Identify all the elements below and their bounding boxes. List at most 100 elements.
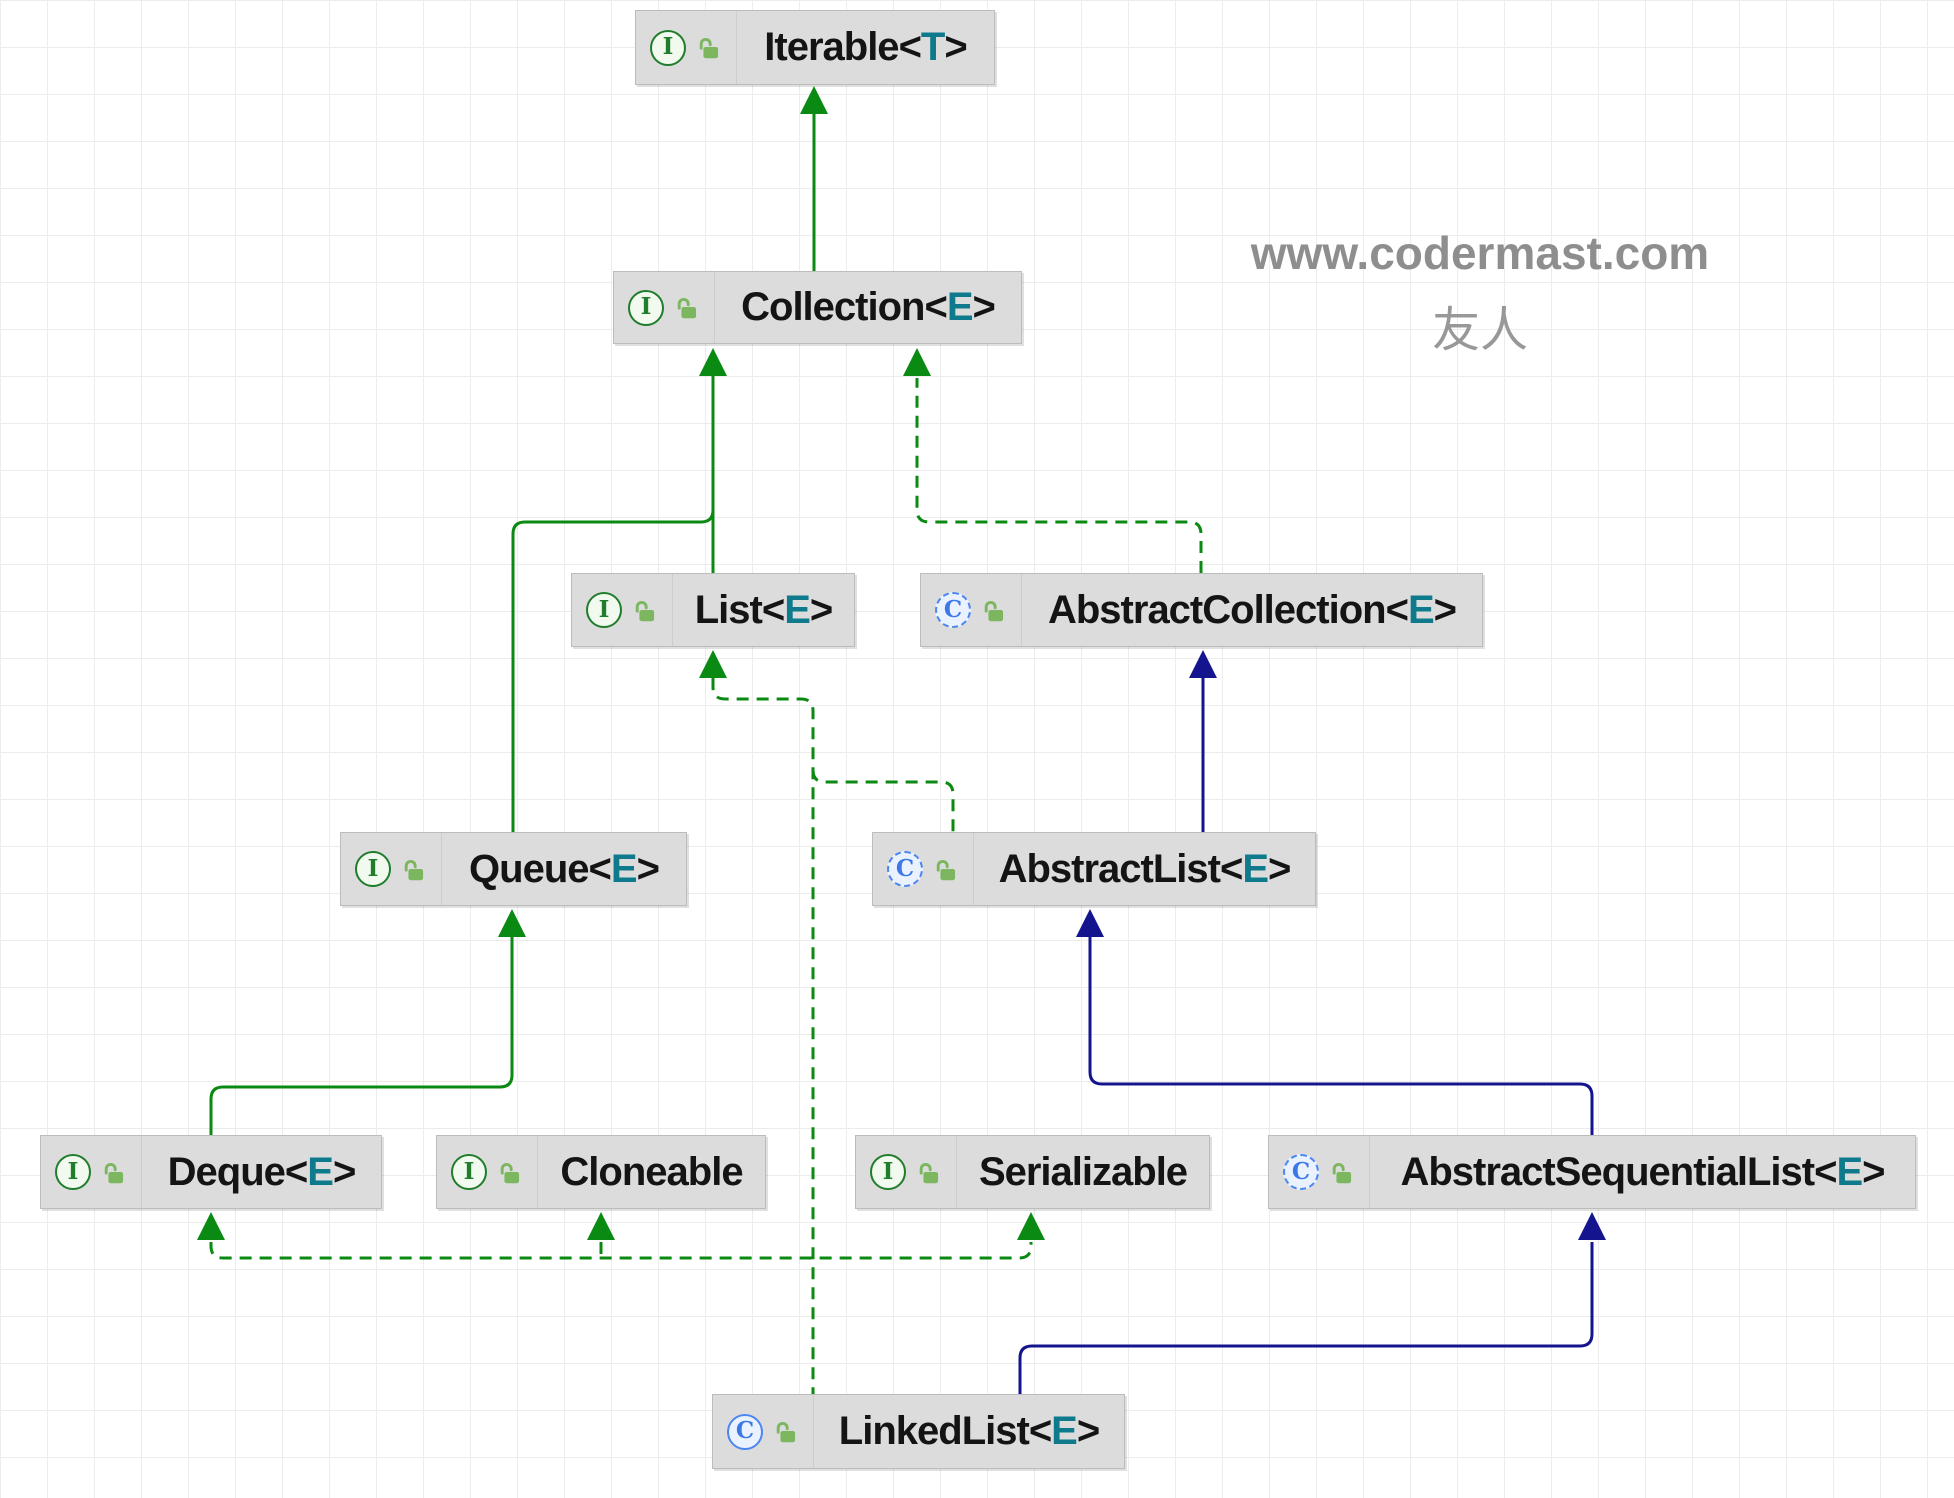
edge-trunk-implements-list <box>699 650 815 1394</box>
icon-cell: I <box>41 1136 142 1208</box>
node-label: List<E> <box>673 574 854 646</box>
node-label: Queue<E> <box>442 833 686 905</box>
node-linkedlist[interactable]: C LinkedList<E> <box>712 1394 1125 1469</box>
node-label: Serializable <box>957 1136 1209 1208</box>
generic-param: E <box>1051 1409 1078 1453</box>
class-name: AbstractSequentialList <box>1400 1149 1815 1194</box>
edge-list-extends-collection <box>699 348 727 573</box>
generic-close: > <box>1076 1409 1100 1453</box>
node-label: AbstractSequentialList<E> <box>1370 1136 1915 1208</box>
generic-param: E <box>1836 1149 1863 1194</box>
watermark-url: www.codermast.com <box>1250 227 1710 279</box>
watermark-signature: 友人 <box>1431 304 1528 357</box>
class-name: Deque <box>167 1149 286 1194</box>
generic-close: > <box>1268 846 1291 891</box>
interface-icon: I <box>451 1154 487 1190</box>
public-lock-icon <box>1332 1162 1352 1183</box>
arrowhead-into-abstractcollection <box>1189 650 1217 678</box>
interface-icon: I <box>870 1154 906 1190</box>
generic-open: < <box>924 285 947 329</box>
arrowhead-into-iterable <box>800 86 828 114</box>
generic-open: < <box>1814 1149 1837 1194</box>
arrowhead-into-list <box>699 650 727 678</box>
class-name: List <box>694 587 763 632</box>
generic-param: T <box>920 25 945 69</box>
generic-close: > <box>1433 587 1457 632</box>
class-name: Serializable <box>978 1149 1188 1194</box>
node-label: LinkedList<E> <box>814 1395 1124 1468</box>
interface-icon: I <box>650 29 686 66</box>
generic-param: E <box>1407 587 1435 632</box>
icon-cell: I <box>636 11 737 84</box>
icon-cell: C <box>1269 1136 1370 1208</box>
generic-param: E <box>946 285 974 329</box>
generic-open: < <box>1385 587 1409 632</box>
abstract-class-icon: C <box>935 592 971 628</box>
public-lock-icon <box>984 600 1004 621</box>
node-abstractsequentiallist[interactable]: C AbstractSequentialList<E> <box>1268 1135 1916 1209</box>
arrowhead-into-abstractsequentiallist <box>1578 1212 1606 1240</box>
arrowhead-into-abstractlist <box>1076 909 1104 937</box>
node-cloneable[interactable]: I Cloneable <box>436 1135 766 1209</box>
edge-abstractsequentiallist-extends-abstractlist <box>1076 909 1594 1135</box>
icon-cell: I <box>572 574 673 646</box>
node-label: Iterable<T> <box>737 11 994 84</box>
node-list[interactable]: I List<E> <box>571 573 855 647</box>
interface-icon: I <box>55 1154 91 1190</box>
edge-abstractlist-implements-list <box>811 769 955 832</box>
node-label: Cloneable <box>538 1136 765 1208</box>
generic-close: > <box>1862 1149 1885 1194</box>
interface-icon: I <box>355 851 391 887</box>
generic-param: E <box>610 846 638 891</box>
node-queue[interactable]: I Queue<E> <box>340 832 687 906</box>
arrowhead-into-collection-dashed <box>903 348 931 376</box>
node-label: Collection<E> <box>715 272 1021 343</box>
public-lock-icon <box>936 859 956 880</box>
class-name: AbstractCollection <box>1047 587 1387 632</box>
public-lock-icon <box>699 37 719 59</box>
generic-close: > <box>809 587 833 632</box>
class-name: Cloneable <box>560 1149 743 1194</box>
generic-open: < <box>1028 1409 1052 1453</box>
icon-cell: C <box>713 1395 814 1468</box>
class-name: Queue <box>469 846 589 891</box>
generic-close: > <box>972 285 996 329</box>
public-lock-icon <box>919 1162 939 1183</box>
public-lock-icon <box>635 600 655 621</box>
generic-close: > <box>944 25 967 69</box>
generic-close: > <box>332 1149 356 1194</box>
edge-collection-extends-iterable <box>800 86 828 271</box>
node-iterable[interactable]: I Iterable<T> <box>635 10 995 85</box>
class-name: Collection <box>741 285 925 329</box>
generic-open: < <box>898 25 922 69</box>
node-label: AbstractList<E> <box>974 833 1315 905</box>
icon-cell: I <box>437 1136 538 1208</box>
abstract-class-icon: C <box>887 851 923 887</box>
node-serializable[interactable]: I Serializable <box>855 1135 1210 1209</box>
generic-open: < <box>1219 846 1243 891</box>
icon-cell: I <box>856 1136 957 1208</box>
node-abstractlist[interactable]: C AbstractList<E> <box>872 832 1316 906</box>
generic-param: E <box>307 1149 334 1194</box>
arrowhead-into-serializable <box>1017 1212 1045 1240</box>
node-label: Deque<E> <box>142 1136 381 1208</box>
node-collection[interactable]: I Collection<E> <box>613 271 1022 344</box>
generic-close: > <box>636 846 660 891</box>
edge-abstractcollection-implements-collection <box>903 348 1203 573</box>
public-lock-icon <box>104 1162 124 1183</box>
icon-cell: I <box>341 833 442 905</box>
arrowhead-into-collection-solid <box>699 348 727 376</box>
node-abstractcollection[interactable]: C AbstractCollection<E> <box>920 573 1483 647</box>
public-lock-icon <box>500 1162 520 1183</box>
node-deque[interactable]: I Deque<E> <box>40 1135 382 1209</box>
node-label: AbstractCollection<E> <box>1022 574 1482 646</box>
class-name: AbstractList <box>998 846 1221 891</box>
edge-abstractlist-extends-abstractcollection <box>1189 650 1217 832</box>
generic-param: E <box>1242 846 1269 891</box>
generic-open: < <box>588 846 612 891</box>
class-icon: C <box>727 1413 763 1450</box>
edge-deque-extends-queue <box>209 909 526 1135</box>
edge-linkedlist-extends-abstractsequentiallist <box>1018 1212 1606 1394</box>
watermark: www.codermast.com 友人 <box>1230 226 1730 360</box>
